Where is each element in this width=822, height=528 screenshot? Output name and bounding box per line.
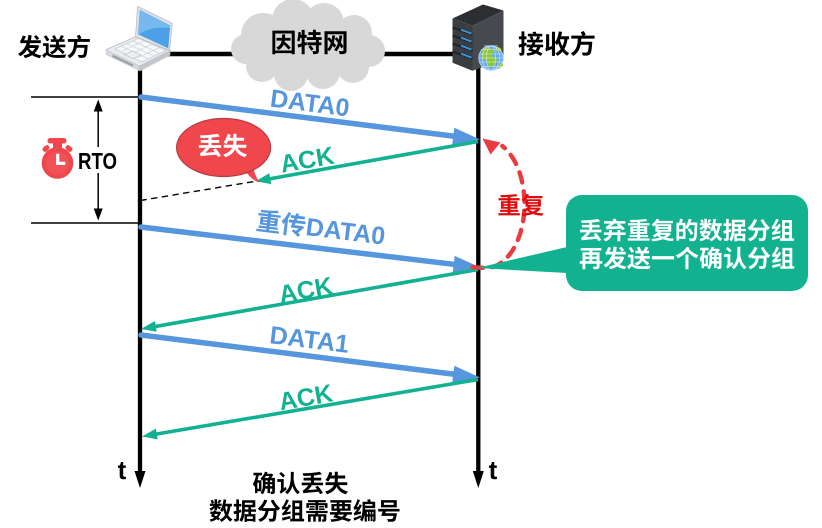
svg-text:ACK: ACK: [277, 272, 335, 309]
svg-text:DATA0: DATA0: [304, 213, 386, 250]
svg-text:ACK: ACK: [277, 379, 335, 416]
svg-text:RTO: RTO: [78, 148, 117, 174]
svg-text:t: t: [118, 455, 127, 485]
svg-text:ACK: ACK: [278, 142, 336, 179]
svg-text:t: t: [489, 455, 498, 485]
